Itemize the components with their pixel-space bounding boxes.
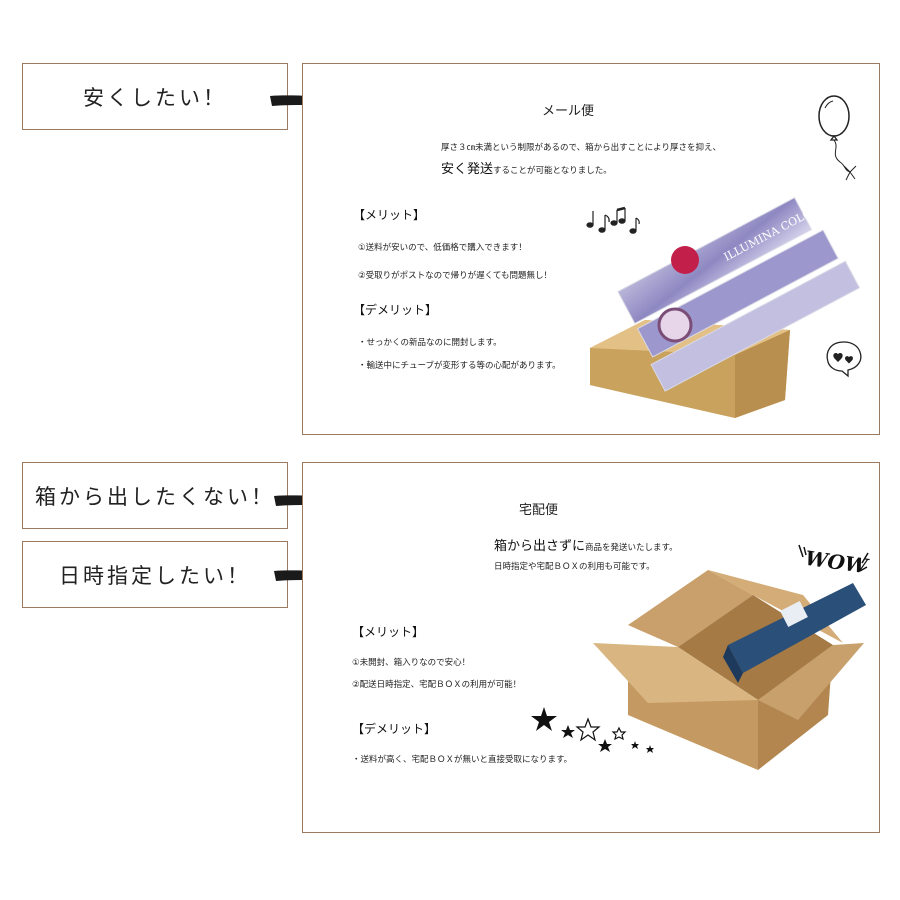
mail-demerit-1: ・せっかくの新品なのに開封します。 xyxy=(358,338,502,348)
courier-desc-emphasis: 箱から出さずに xyxy=(494,539,586,554)
wow-burst-icon xyxy=(798,544,869,572)
mail-merit-heading: 【メリット】 xyxy=(353,208,426,222)
courier-demerit-1: ・送料が高く、宅配ＢＯＸが無いと直接受取になります。 xyxy=(352,755,573,765)
courier-demerit-heading: 【デメリット】 xyxy=(352,722,437,736)
courier-desc-rest: 商品を発送いたします。 xyxy=(585,543,678,553)
courier-desc-line1: 箱から出さずに商品を発送いたします。 xyxy=(494,535,678,554)
mail-desc-emphasis: 安く発送 xyxy=(441,162,494,177)
stars-icon xyxy=(531,707,654,753)
balloon-icon xyxy=(818,95,857,181)
mail-package-image: ILLUMINA COLOR xyxy=(590,197,861,418)
cardboard-box-image xyxy=(593,570,866,770)
mail-desc-rest: することが可能となりました。 xyxy=(493,166,612,176)
courier-desc-line2: 日時指定や宅配ＢＯＸの利用も可能です。 xyxy=(494,562,655,572)
label-no-unbox-text: 箱から出したくない！ xyxy=(35,484,275,509)
mail-merit-1: ①送料が安いので、低価格で購入できます！ xyxy=(358,243,527,253)
courier-merit-1: ①未開封、箱入りなので安心！ xyxy=(352,658,471,668)
mail-demerit-2: ・輸送中にチューブが変形する等の心配があります。 xyxy=(358,361,561,371)
courier-merit-heading: 【メリット】 xyxy=(352,625,425,639)
courier-merit-2: ②配送日時指定、宅配ＢＯＸの利用が可能！ xyxy=(352,680,522,690)
music-notes-icon xyxy=(586,206,640,234)
courier-title: 宅配便 xyxy=(519,503,559,518)
label-no-unbox: 箱から出したくない！ xyxy=(22,462,288,529)
mail-desc-line2: 安く発送することが可能となりました。 xyxy=(441,158,612,177)
label-date-time-text: 日時指定したい！ xyxy=(59,563,251,588)
mail-demerit-heading: 【デメリット】 xyxy=(353,303,438,317)
label-cheap-text: 安くしたい！ xyxy=(83,85,227,110)
mail-title: メール便 xyxy=(542,104,595,119)
mail-desc-line1: 厚さ３㎝未満という制限があるので、箱から出すことにより厚さを抑え、 xyxy=(441,143,721,153)
label-date-time: 日時指定したい！ xyxy=(22,541,288,608)
label-cheap: 安くしたい！ xyxy=(22,63,288,130)
mail-merit-2: ②受取りがポストなので帰りが遅くても問題無し！ xyxy=(358,271,552,281)
hearts-bubble-icon xyxy=(826,341,862,378)
